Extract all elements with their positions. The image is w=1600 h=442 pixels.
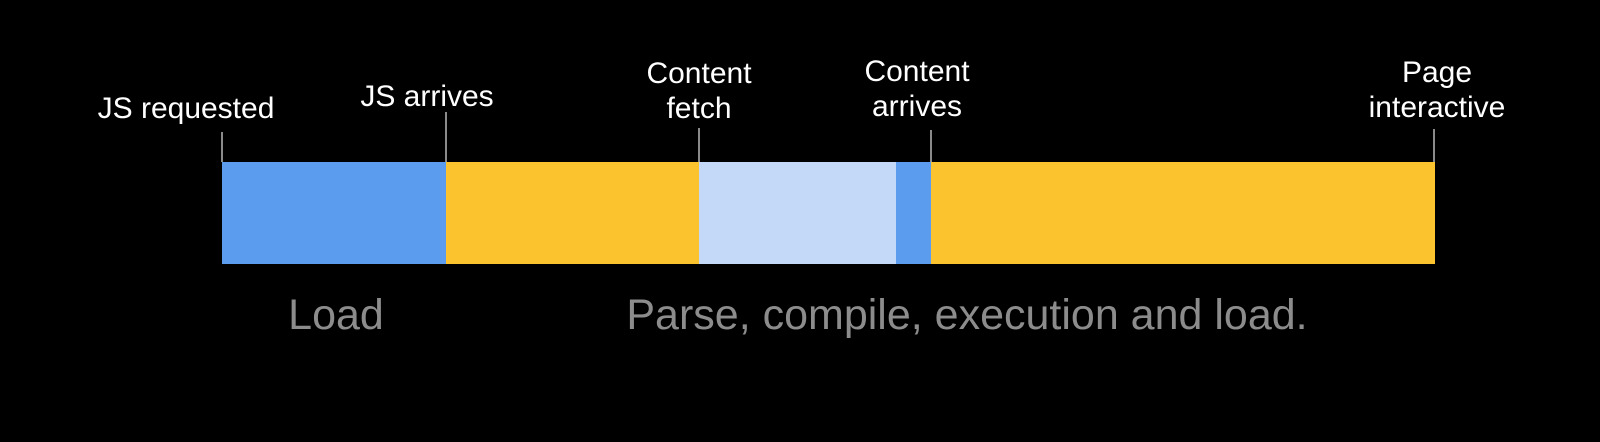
bar-segment-js-download xyxy=(222,162,446,264)
tick-content-arrives xyxy=(930,130,932,162)
tick-content-fetch xyxy=(698,128,700,162)
milestone-label-content-arrives: Content arrives xyxy=(864,55,970,123)
milestone-label-js-requested: JS requested xyxy=(97,92,275,125)
bar-segment-parse-compile xyxy=(446,162,699,264)
bar-segment-execution-and-load xyxy=(931,162,1435,264)
tick-js-arrives xyxy=(445,112,447,162)
milestone-label-js-arrives: JS arrives xyxy=(360,80,494,113)
phase-label-parse-compile-execution-load: Parse, compile, execution and load. xyxy=(626,291,1308,339)
tick-page-interactive xyxy=(1433,129,1435,162)
bar-segment-content-processing xyxy=(896,162,931,264)
milestone-label-page-interactive: Page interactive xyxy=(1368,56,1506,124)
timeline-bar xyxy=(222,162,1435,264)
tick-js-requested xyxy=(221,132,223,162)
bar-segment-content-fetch xyxy=(699,162,896,264)
milestone-label-content-fetch: Content fetch xyxy=(646,57,752,125)
phase-label-load: Load xyxy=(288,291,384,339)
